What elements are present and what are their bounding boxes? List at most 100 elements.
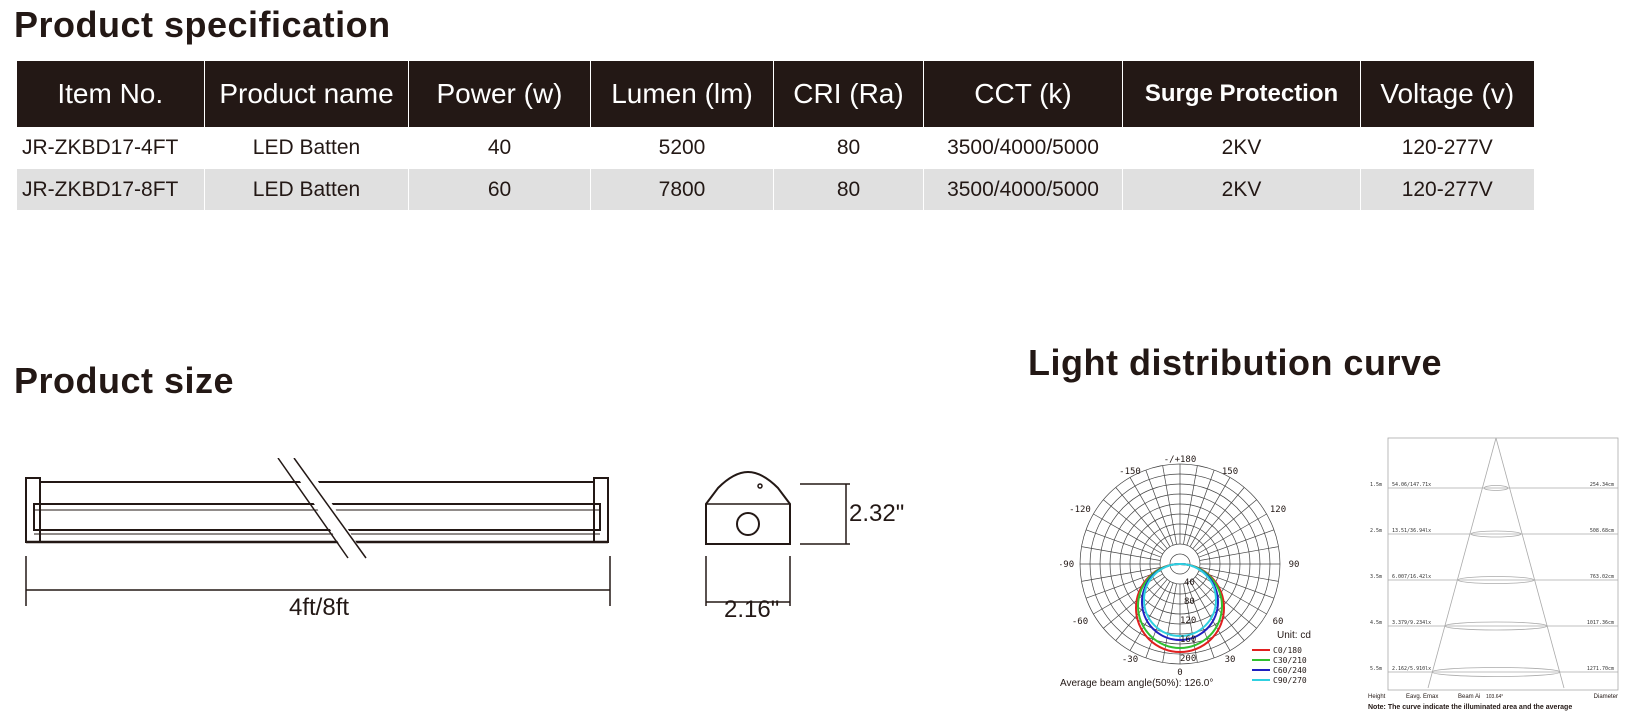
polar-grid-spoke: [1115, 579, 1168, 641]
legend-item: C90/270: [1273, 676, 1307, 685]
spec-table: Item No. Product name Power (w) Lumen (l…: [16, 61, 1534, 210]
polar-grid-ring: [1169, 553, 1191, 575]
angle-label: -30: [1122, 655, 1138, 665]
angle-label: -/+180: [1164, 455, 1197, 465]
polar-grid-spoke: [1183, 465, 1198, 545]
cone-diameter: 763.02cm: [1590, 574, 1614, 580]
polar-grid-spoke: [1186, 469, 1215, 546]
polar-grid-spoke: [1162, 465, 1177, 545]
curve-heading: Light distribution curve: [1028, 342, 1442, 383]
radial-label: 40: [1184, 578, 1195, 588]
cell-lumen: 5200: [590, 127, 774, 169]
cell-item-no: JR-ZKBD17-4FT: [16, 127, 205, 169]
cell-lumen: 7800: [590, 169, 774, 210]
batten-side-view-drawing: [25, 458, 611, 606]
header-cct: CCT (k): [923, 61, 1123, 127]
cell-cri: 80: [773, 127, 924, 169]
cone-height: 2.5m: [1370, 528, 1382, 534]
legend-item: C0/180: [1273, 646, 1302, 655]
cone-illuminance: 6.007/16.42lx: [1392, 574, 1431, 580]
cone-height: 5.5m: [1370, 666, 1382, 672]
angle-label: -90: [1060, 560, 1074, 570]
cone-illuminance: 13.51/36.94lx: [1392, 528, 1431, 534]
polar-grid-spoke: [1085, 529, 1162, 558]
cone-footer-label: 103.64°: [1486, 694, 1503, 700]
polar-grid-spoke: [1198, 529, 1275, 558]
polar-grid-spoke: [1085, 570, 1162, 599]
polar-grid-spoke: [1199, 567, 1279, 582]
header-product-name: Product name: [204, 61, 409, 127]
angle-label: 150: [1222, 467, 1238, 477]
header-voltage: Voltage (v): [1360, 61, 1534, 127]
polar-grid-spoke: [1189, 581, 1231, 651]
cone-diameter: 254.34cm: [1590, 482, 1614, 488]
polar-grid-spoke: [1093, 513, 1163, 555]
polar-grid-spoke: [1197, 513, 1267, 555]
header-item-no: Item No.: [16, 61, 205, 127]
cell-product-name: LED Batten: [204, 169, 409, 210]
cell-surge: 2KV: [1122, 169, 1361, 210]
cone-footer-label: Height: [1368, 694, 1386, 700]
cell-item-no: JR-ZKBD17-8FT: [16, 169, 205, 210]
polar-grid-spoke: [1145, 469, 1174, 546]
cell-product-name: LED Batten: [204, 127, 409, 169]
radial-label: 200: [1180, 654, 1196, 664]
cell-voltage: 120-277V: [1360, 169, 1534, 210]
header-surge: Surge Protection: [1122, 61, 1361, 127]
table-row: JR-ZKBD17-8FT LED Batten 60 7800 80 3500…: [16, 169, 1534, 210]
table-row: JR-ZKBD17-4FT LED Batten 40 5200 80 3500…: [16, 127, 1534, 169]
polar-grid-spoke: [1195, 576, 1257, 629]
cone-note: Note: The curve indicate the illuminated…: [1368, 704, 1572, 711]
cell-cri: 80: [773, 169, 924, 210]
polar-grid-spoke: [1115, 487, 1168, 549]
polar-distribution-chart: -/+180 -150 150 -120 120 -90 90 -60 60 -…: [1060, 455, 1311, 689]
polar-grid-spoke: [1103, 576, 1165, 629]
table-header-row: Item No. Product name Power (w) Lumen (l…: [16, 61, 1534, 127]
unit-label: Unit: cd: [1277, 630, 1311, 641]
cell-power: 40: [408, 127, 591, 169]
polar-grid-spoke: [1189, 477, 1231, 547]
radial-label: 160: [1180, 635, 1196, 645]
angle-label: -60: [1072, 617, 1088, 627]
cell-surge: 2KV: [1122, 127, 1361, 169]
beam-angle-note: Average beam angle(50%): 126.0°: [1060, 678, 1213, 689]
polar-grid-spoke: [1192, 487, 1245, 549]
legend-item: C60/240: [1273, 666, 1307, 675]
intensity-curve: [1143, 563, 1217, 637]
size-heading: Product size: [14, 360, 235, 401]
cell-voltage: 120-277V: [1360, 127, 1534, 169]
cone-diameter: 508.68cm: [1590, 528, 1614, 534]
radial-label: 80: [1184, 597, 1195, 607]
cone-height: 3.5m: [1370, 574, 1382, 580]
polar-grid-spoke: [1093, 573, 1163, 615]
cone-footer-label: Diameter: [1594, 694, 1618, 700]
polar-grid-spoke: [1195, 499, 1257, 552]
polar-grid-spoke: [1103, 499, 1165, 552]
angle-label: 0: [1177, 668, 1182, 678]
radial-label: 120: [1180, 616, 1196, 626]
legend-item: C30/210: [1273, 656, 1307, 665]
cone-footer-label: Eavg. Emax: [1406, 694, 1438, 700]
polar-grid-spoke: [1081, 546, 1161, 561]
illuminance-cone-diagram: 1.5m 2.5m 3.5m 4.5m 5.5m 54.06/147.71x 1…: [1368, 437, 1619, 711]
cone-diameter: 1017.36cm: [1587, 620, 1614, 626]
cell-cct: 3500/4000/5000: [923, 169, 1123, 210]
batten-end-view-drawing: [705, 470, 850, 606]
cone-diameter: 1271.70cm: [1587, 666, 1614, 672]
cell-cct: 3500/4000/5000: [923, 127, 1123, 169]
polar-grid-spoke: [1186, 582, 1215, 659]
polar-grid-spoke: [1192, 579, 1245, 641]
polar-grid-spoke: [1197, 573, 1267, 615]
polar-grid-spoke: [1198, 570, 1275, 599]
header-lumen: Lumen (lm): [590, 61, 774, 127]
cone-height: 1.5m: [1370, 482, 1382, 488]
height-dimension-label: 2.32": [849, 500, 905, 527]
spec-heading: Product specification: [14, 4, 391, 45]
cell-power: 60: [408, 169, 591, 210]
header-cri: CRI (Ra): [773, 61, 924, 127]
cone-illuminance: 2.162/5.910lx: [1392, 666, 1431, 672]
polar-grid-spoke: [1081, 567, 1161, 582]
angle-label: 60: [1273, 617, 1284, 627]
angle-label: 120: [1270, 505, 1286, 515]
angle-label: 90: [1289, 560, 1300, 570]
